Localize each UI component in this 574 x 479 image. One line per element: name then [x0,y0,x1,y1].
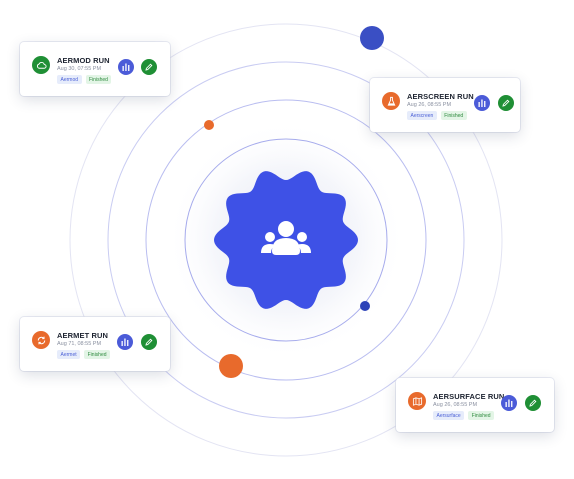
status-tag: Finished [85,75,112,84]
planet-orange-large [219,354,243,378]
bar-chart-icon [121,338,129,346]
run-card-aerscreen[interactable]: AERSCREEN RUN Aug 26, 08:55 PM Aerscreen… [370,78,520,132]
type-tag: Aersurface [433,411,465,420]
card-title: AERSCREEN RUN [407,92,474,101]
status-tag: Finished [440,111,467,120]
orbit-ring-outer [69,23,503,457]
chart-button[interactable] [118,59,134,75]
flask-icon [382,92,400,110]
edit-button[interactable] [141,334,157,350]
orbit-ring-2 [145,99,427,381]
planet-blue-large [360,26,384,50]
type-tag: Aerscreen [407,111,437,120]
bar-chart-icon [122,63,130,71]
card-title: AERMET RUN [57,331,108,340]
orbit-ring-inner [184,138,388,342]
status-tag: Finished [84,350,111,359]
sync-icon [32,331,50,349]
chart-button[interactable] [474,95,490,111]
type-tag: Aermet [57,350,81,359]
orbit-ring-3 [107,61,465,419]
map-icon [408,392,426,410]
chart-button[interactable] [117,334,133,350]
bar-chart-icon [478,99,486,107]
planet-blue-small [360,301,370,311]
planet-orange-small [204,120,214,130]
card-date: Aug 30, 07:55 PM [57,66,102,72]
card-date: Aug 26, 08:55 PM [407,102,452,108]
run-card-aermet[interactable]: AERMET RUN Aug 71, 08:55 PM Aermet Finis… [20,317,170,371]
card-date: Aug 71, 08:55 PM [57,341,102,347]
cloud-icon [32,56,50,74]
bar-chart-icon [505,399,513,407]
edit-button[interactable] [141,59,157,75]
pencil-icon [529,399,537,407]
type-tag: Aermod [57,75,82,84]
run-card-aermod[interactable]: AERMOD RUN Aug 30, 07:55 PM Aermod Finis… [20,42,170,96]
pencil-icon [145,63,153,71]
pencil-icon [502,99,510,107]
chart-button[interactable] [501,395,517,411]
status-tag: Finished [468,411,495,420]
pencil-icon [145,338,153,346]
users-group-icon [261,221,311,255]
card-date: Aug 26, 08:55 PM [433,402,478,408]
card-title: AERMOD RUN [57,56,110,65]
card-title: AERSURFACE RUN [433,392,505,401]
edit-button[interactable] [525,395,541,411]
edit-button[interactable] [498,95,514,111]
run-card-aersurface[interactable]: AERSURFACE RUN Aug 26, 08:55 PM Aersurfa… [396,378,554,432]
